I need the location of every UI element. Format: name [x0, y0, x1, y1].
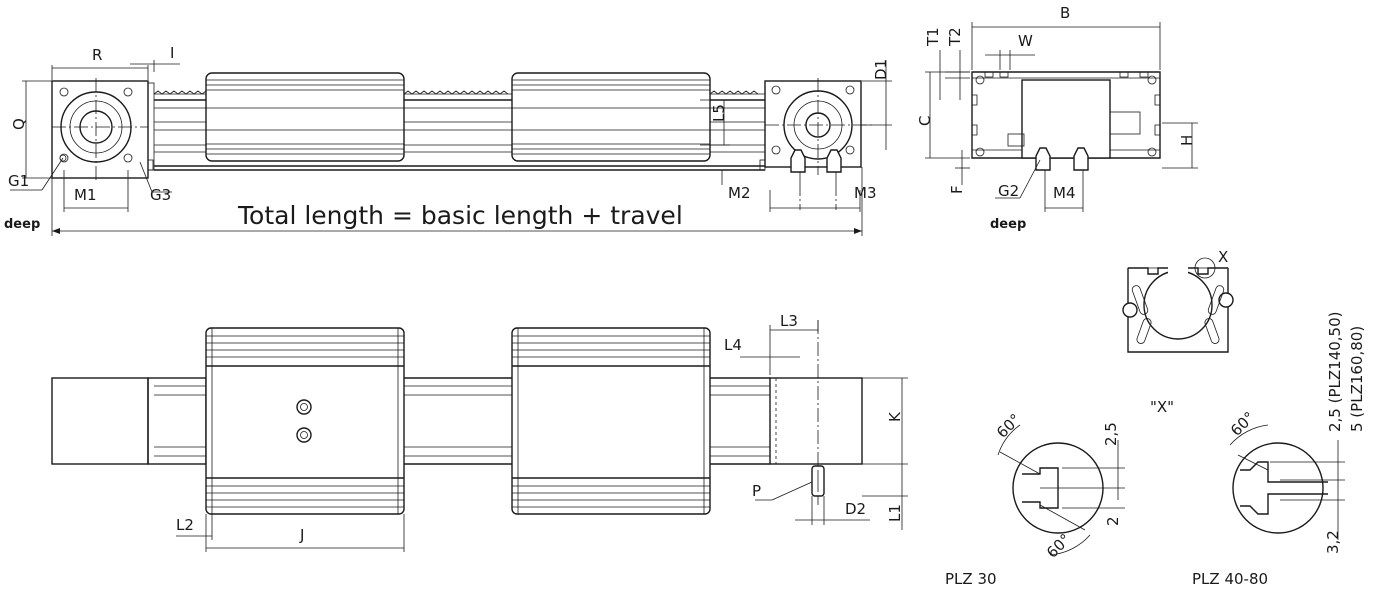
label-G2: G2: [998, 182, 1019, 200]
label-L1: L1: [886, 504, 904, 522]
carriage-2-top: [511, 327, 711, 515]
label-F: F: [948, 185, 966, 194]
angle-60-top-right: 60°: [1227, 408, 1259, 440]
note-plz160-80: 5 (PLZ160,80): [1348, 326, 1366, 432]
label-M1: M1: [74, 186, 97, 204]
profile-outline: [971, 71, 1161, 159]
label-M3: M3: [854, 184, 877, 202]
deep-note-2: deep: [990, 217, 1026, 232]
idler-end-plate: [764, 80, 862, 168]
detail-x-label: "X": [1150, 398, 1174, 416]
profile-detail: [1122, 257, 1234, 353]
dim-2-5: 2,5: [1102, 422, 1120, 446]
label-K: K: [886, 411, 904, 422]
label-B: B: [1060, 4, 1070, 22]
dim-2: 2: [1104, 516, 1122, 526]
label-L3: L3: [780, 312, 798, 330]
label-D1: D1: [872, 59, 890, 80]
idler-end-top: [769, 377, 863, 465]
label-T2: T2: [946, 27, 964, 47]
label-P: P: [752, 482, 761, 500]
label-W: W: [1018, 32, 1033, 50]
deep-note-1: deep: [4, 217, 40, 232]
angle-60-bottom-left: 60°: [1043, 530, 1075, 562]
label-C: C: [916, 116, 934, 126]
slot-detail-plz30: [997, 424, 1125, 556]
carriage-2: [511, 72, 711, 162]
label-L2: L2: [176, 516, 194, 534]
total-length-label: Total length = basic length + travel: [237, 201, 683, 230]
label-M2: M2: [728, 184, 751, 202]
label-L4: L4: [724, 336, 742, 354]
label-L5: L5: [710, 104, 728, 122]
label-R: R: [92, 46, 102, 64]
note-plz140-50: 2,5 (PLZ140,50): [1326, 312, 1344, 433]
slot-detail-plz4080: [1229, 424, 1345, 540]
label-Q: Q: [10, 118, 28, 130]
motor: [51, 377, 149, 465]
label-H: H: [1178, 135, 1196, 146]
label-M4: M4: [1053, 184, 1076, 202]
carriage-1-top: [205, 327, 405, 515]
label-T1: T1: [924, 27, 942, 47]
label-plz30: PLZ 30: [945, 570, 997, 588]
label-J: J: [299, 526, 304, 544]
label-I: I: [170, 44, 174, 62]
label-G1: G1: [8, 172, 29, 190]
label-G3: G3: [150, 186, 171, 204]
label-X: X: [1218, 248, 1228, 266]
label-D2: D2: [845, 500, 866, 518]
top-view: [51, 320, 908, 552]
cross-section: [925, 22, 1198, 212]
side-view: [10, 60, 892, 236]
carriage-1: [205, 72, 405, 162]
angle-60-top-left: 60°: [993, 410, 1025, 442]
dim-3-2: 3,2: [1324, 530, 1342, 554]
label-plz40-80: PLZ 40-80: [1192, 570, 1268, 588]
